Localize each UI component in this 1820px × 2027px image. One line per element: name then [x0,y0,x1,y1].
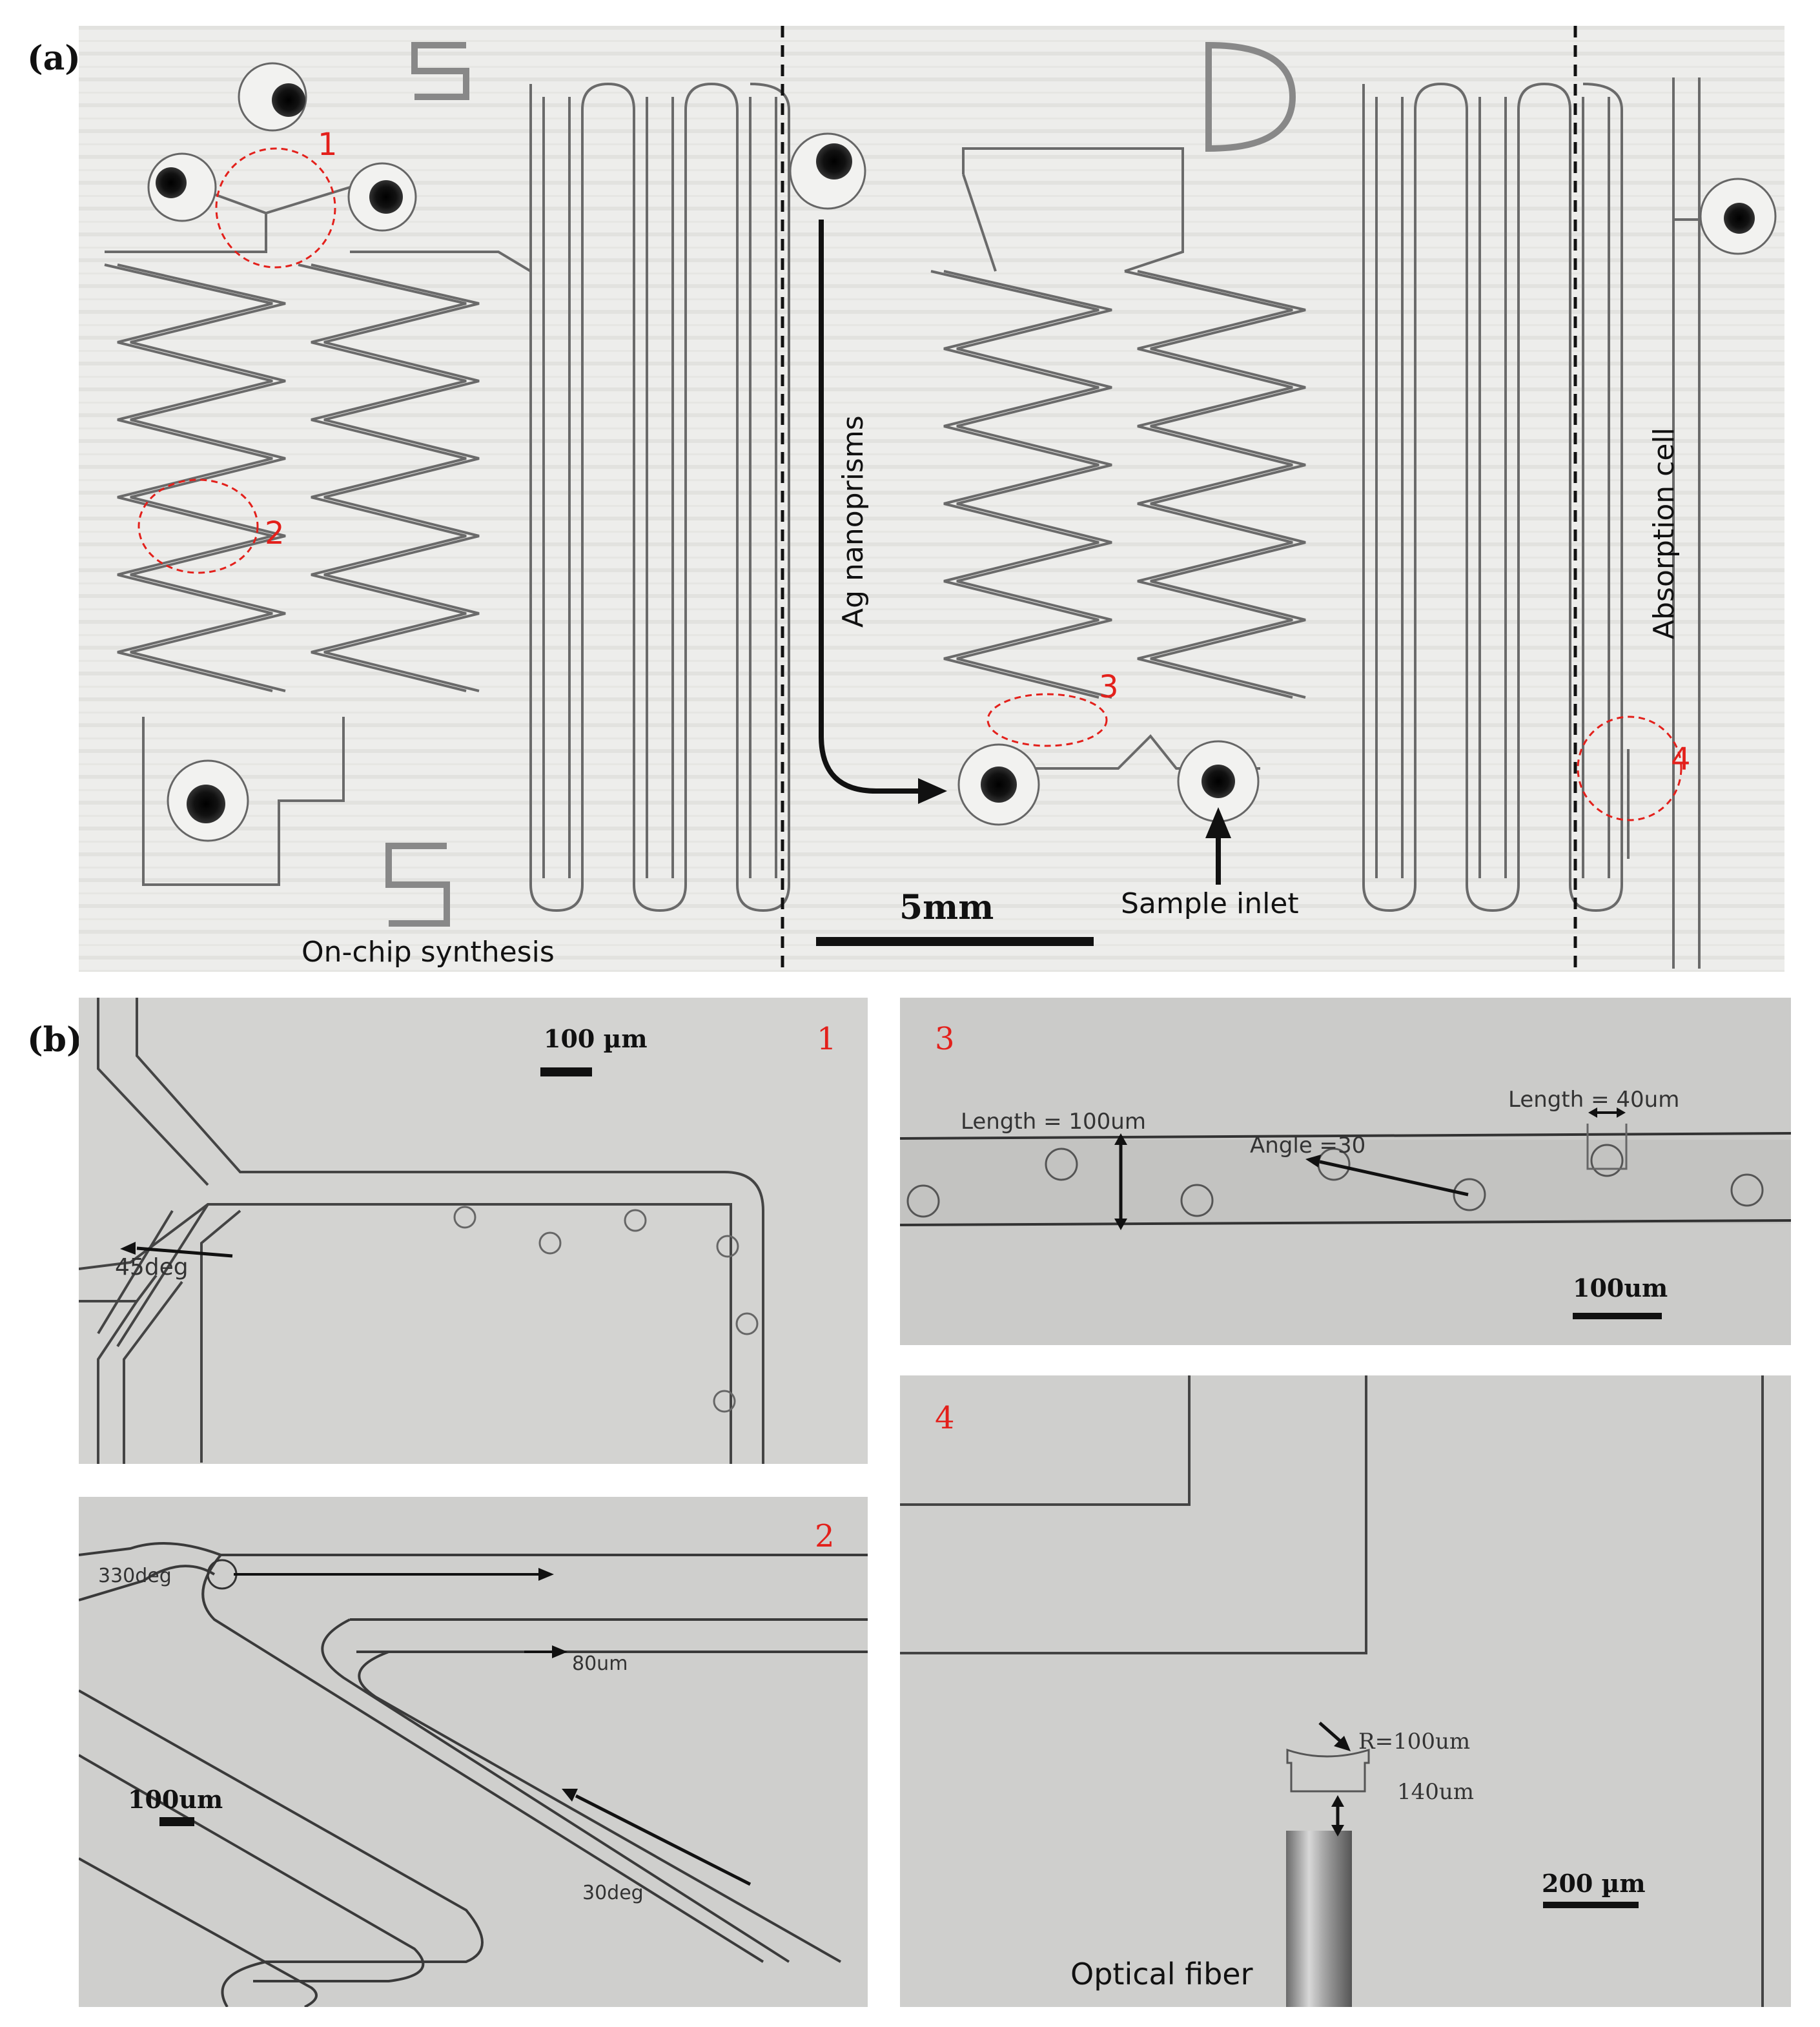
inset-4-radius-label: R=100um [1358,1729,1471,1754]
inset-1-drawing [79,998,764,1464]
callout-3: 3 [1099,669,1119,705]
ag-nanoprisms-label: Ag nanoprisms [837,415,870,628]
inset-4-fiber-label: Optical fiber [1070,1957,1253,1991]
inset-1 [79,998,868,1464]
inset-1-angle-label: 45deg [115,1254,189,1281]
inset-3-length2-label: Length = 40um [1508,1087,1680,1113]
inset-2-angle1-label: 330deg [98,1565,172,1587]
panel-b-label: (b) [27,1020,83,1060]
inset-4-gap-label: 140um [1397,1779,1475,1805]
inset-1-number: 1 [817,1021,837,1057]
inset-3-number: 3 [935,1021,955,1057]
inset-3-angle-label: Angle =30 [1250,1133,1366,1158]
inset-4-drawing [900,1375,1764,2007]
inset-2 [79,1497,868,2007]
inset-4-number: 4 [935,1400,955,1436]
inset-3-length1-label: Length = 100um [961,1109,1146,1135]
sample-inlet-label: Sample inlet [1121,887,1299,920]
panel-a-label: (a) [27,39,81,78]
inset-4 [900,1375,1791,2007]
inset-3-scale-label: 100um [1573,1273,1668,1302]
inset-4-scale-label: 200 µm [1542,1869,1646,1898]
callout-4: 4 [1671,741,1691,777]
callout-1: 1 [318,127,338,163]
inset-2-number: 2 [815,1518,835,1554]
inset-3-drawing [900,1107,1791,1319]
inset-2-angle2-label: 30deg [582,1882,644,1904]
inset-2-drawing [79,1542,868,2007]
inset-1-scale-label: 100 µm [544,1024,648,1053]
absorption-cell-label: Absorption cell [1648,427,1681,639]
callout-2: 2 [265,515,285,551]
inset-2-scale-label: 100um [128,1785,223,1814]
chip-photo [79,26,1784,972]
inset-3 [900,998,1791,1345]
inset-2-width-label: 80um [572,1652,628,1675]
scale-bar-5mm-label: 5mm [899,888,994,927]
on-chip-synthesis-label: On-chip synthesis [302,936,555,969]
chip-drawing [79,26,1784,972]
